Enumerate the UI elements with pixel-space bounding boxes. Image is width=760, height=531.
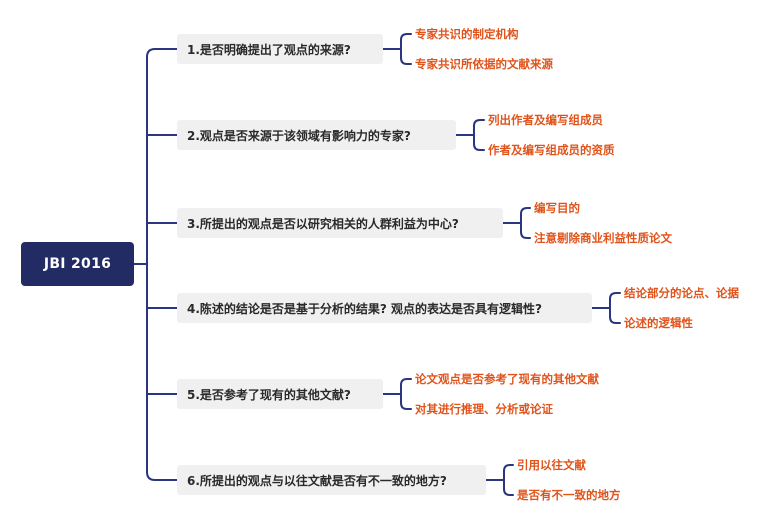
connector-branch-6 bbox=[146, 471, 178, 481]
leaf-2-1: 列出作者及编写组成员 bbox=[488, 113, 603, 127]
leaf-4-1: 结论部分的论点、论据 bbox=[624, 286, 739, 300]
leaf-3-1: 编写目的 bbox=[534, 201, 580, 215]
connector-leaf-bracket-2 bbox=[473, 119, 485, 151]
branch-4: 4.陈述的结论是否是基于分析的结果? 观点的表达是否具有逻辑性? bbox=[177, 293, 592, 323]
connector-leaf-bracket-3 bbox=[520, 207, 531, 239]
root-node: JBI 2016 bbox=[21, 242, 134, 286]
connector-leaf-bracket-1 bbox=[400, 33, 412, 65]
connector-leaf-bracket-5 bbox=[400, 378, 412, 410]
leaf-4-2: 论述的逻辑性 bbox=[624, 316, 693, 330]
connector-leaf-bracket-4 bbox=[609, 292, 621, 324]
leaf-3-2: 注意剔除商业利益性质论文 bbox=[534, 231, 672, 245]
leaf-6-1: 引用以往文献 bbox=[517, 458, 586, 472]
branch-3: 3.所提出的观点是否以研究相关的人群利益为中心? bbox=[177, 208, 503, 238]
leaf-2-2: 作者及编写组成员的资质 bbox=[488, 143, 615, 157]
branch-5: 5.是否参考了现有的其他文献? bbox=[177, 379, 383, 409]
leaf-5-1: 论文观点是否参考了现有的其他文献 bbox=[415, 372, 599, 386]
branch-6: 6.所提出的观点与以往文献是否有不一致的地方? bbox=[177, 465, 486, 495]
leaf-6-2: 是否有不一致的地方 bbox=[517, 488, 621, 502]
leaf-5-2: 对其进行推理、分析或论证 bbox=[415, 402, 553, 416]
branch-1: 1.是否明确提出了观点的来源? bbox=[177, 34, 383, 64]
leaf-1-1: 专家共识的制定机构 bbox=[415, 27, 519, 41]
branch-2: 2.观点是否来源于该领域有影响力的专家? bbox=[177, 120, 456, 150]
connector-branch-1 bbox=[146, 48, 178, 58]
connector-leaf-bracket-6 bbox=[503, 464, 514, 496]
leaf-1-2: 专家共识所依据的文献来源 bbox=[415, 57, 553, 71]
